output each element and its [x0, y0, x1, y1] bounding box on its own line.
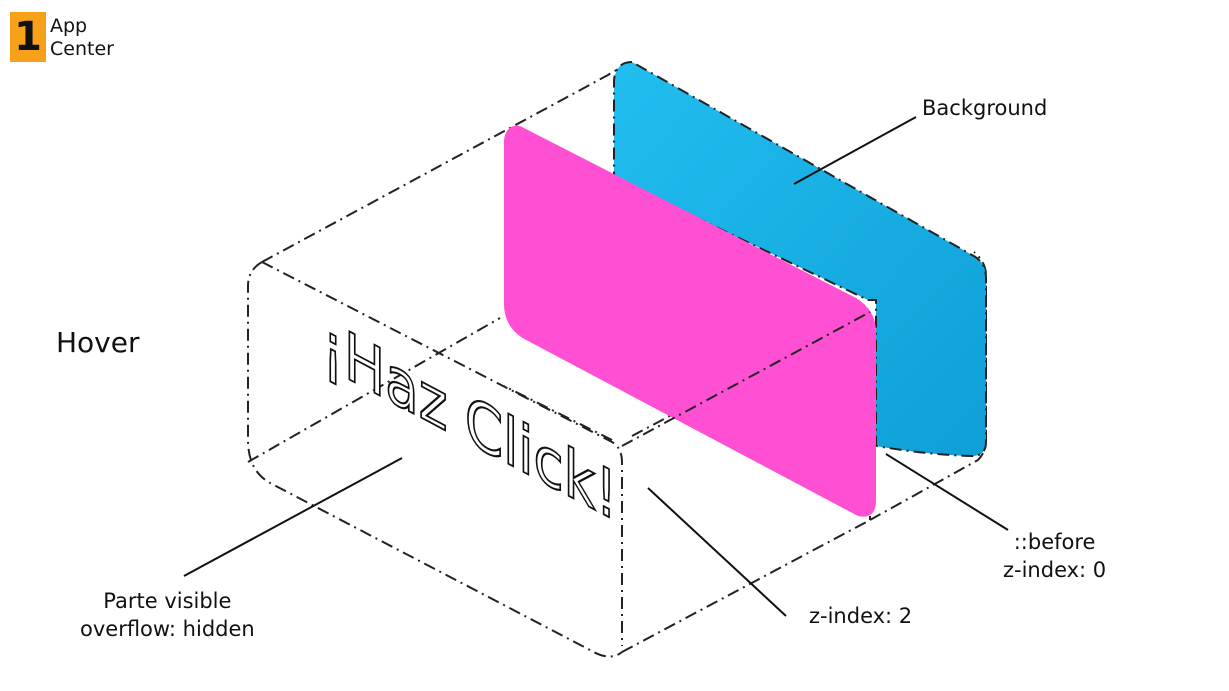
leader-background	[793, 116, 917, 185]
visible-part-label: Parte visible overflow: hidden	[80, 587, 255, 643]
logo-number: 1	[10, 12, 46, 62]
visible-part-line2: overflow: hidden	[80, 617, 255, 641]
leader-zindex2	[647, 487, 787, 617]
background-label: Background	[922, 96, 1048, 120]
logo-text: App Center	[50, 15, 114, 61]
leader-lines	[183, 116, 1009, 617]
hover-label: Hover	[56, 326, 140, 359]
app-center-logo: 1 App Center	[10, 12, 114, 62]
background-layer	[613, 60, 987, 458]
box-front-edges	[247, 261, 871, 658]
before-layer	[504, 125, 876, 517]
logo-text-line1: App	[50, 15, 88, 37]
zindex2-label: z-index: 2	[809, 604, 913, 628]
before-label: ::before z-index: 0	[1003, 528, 1106, 584]
before-label-line1: ::before	[1013, 530, 1096, 554]
logo-text-line2: Center	[50, 38, 114, 60]
before-label-line2: z-index: 0	[1003, 558, 1107, 582]
visible-part-line1: Parte visible	[103, 589, 232, 613]
leader-visible	[183, 457, 403, 577]
leader-before	[885, 453, 1009, 531]
